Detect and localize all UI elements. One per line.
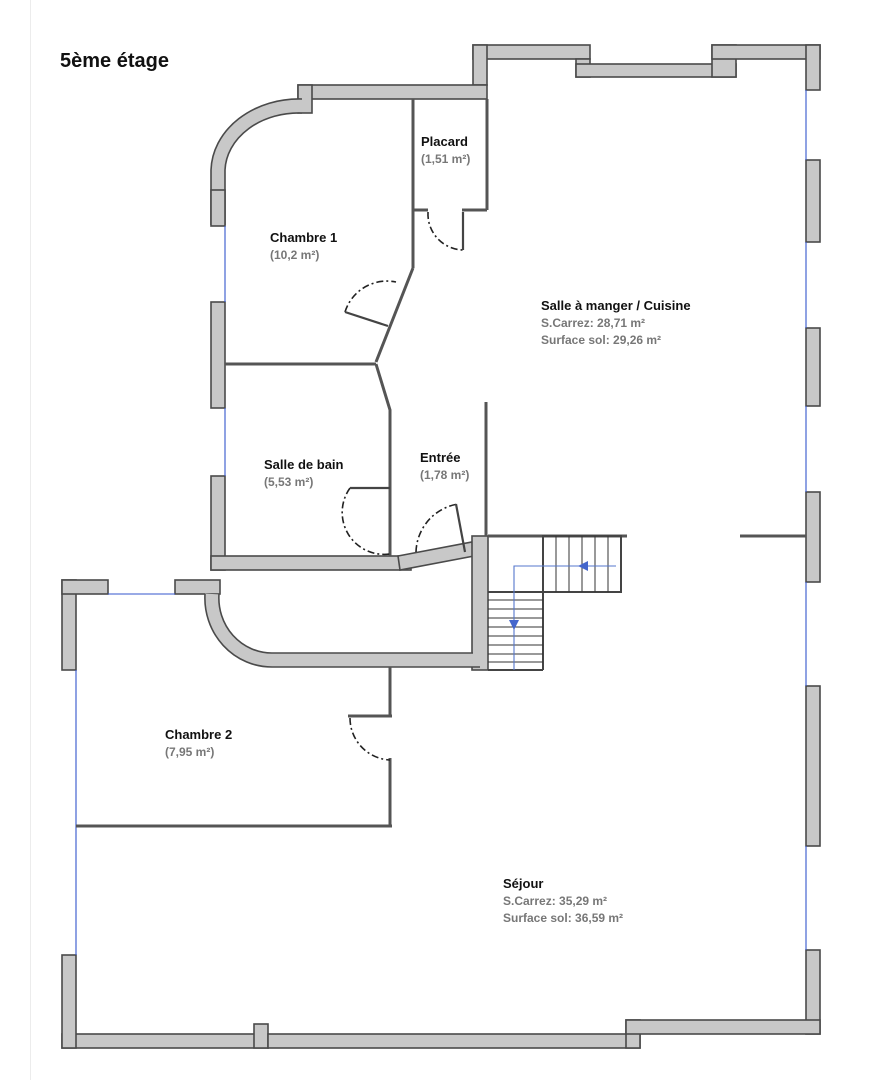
stair-arrow-down bbox=[509, 620, 519, 630]
wall-right-pillar-4 bbox=[805, 685, 821, 847]
surface-sejour: Surface sol: 36,59 m² bbox=[503, 911, 623, 925]
area-placard: (1,51 m²) bbox=[421, 152, 470, 166]
wall-bottom-a bbox=[61, 1033, 269, 1049]
wall-ch1-left-a bbox=[210, 189, 226, 227]
label-chambre1: Chambre 1 bbox=[270, 230, 337, 245]
wall-right-pillar-2 bbox=[805, 327, 821, 407]
windows bbox=[75, 90, 807, 955]
wall-right-pillar-3 bbox=[805, 491, 821, 583]
label-salle-de-bain: Salle de bain bbox=[264, 457, 344, 472]
surface-salle-a-manger: Surface sol: 29,26 m² bbox=[541, 333, 661, 347]
area-salle-de-bain: (5,53 m²) bbox=[264, 475, 313, 489]
wall-entry-threshold bbox=[397, 541, 475, 571]
label-entree: Entrée bbox=[420, 450, 460, 465]
door-ch1-leaf bbox=[344, 310, 389, 328]
carrez-salle-a-manger: S.Carrez: 28,71 m² bbox=[541, 316, 645, 330]
wall-ch2-top-b bbox=[174, 579, 221, 595]
door-ch2-swing bbox=[349, 717, 391, 761]
label-chambre2: Chambre 2 bbox=[165, 727, 232, 742]
door-ch1-swing bbox=[344, 280, 397, 313]
wall-ch1-left-b bbox=[210, 301, 226, 409]
wall-left-bottom bbox=[61, 954, 77, 1049]
door-entry-leaf bbox=[454, 503, 467, 553]
wall-ch2-top-a bbox=[61, 579, 109, 595]
staircase bbox=[488, 535, 622, 671]
stair-arrow-left bbox=[578, 561, 588, 571]
label-placard: Placard bbox=[421, 134, 468, 149]
carrez-sejour: S.Carrez: 35,29 m² bbox=[503, 894, 607, 908]
area-entree: (1,78 m²) bbox=[420, 468, 469, 482]
wall-ch1-curve bbox=[211, 98, 303, 225]
room-labels: Placard (1,51 m²) Chambre 1 (10,2 m²) Sa… bbox=[165, 134, 691, 925]
wall-right-corner bbox=[805, 44, 821, 91]
wall-bottom-b bbox=[267, 1033, 641, 1049]
door-placard-swing bbox=[427, 211, 465, 251]
wall-sdb-bottom bbox=[210, 555, 412, 571]
label-sejour: Séjour bbox=[503, 876, 543, 891]
wall-ch2-curve bbox=[204, 593, 480, 668]
wall-bottom-step1 bbox=[253, 1023, 269, 1049]
doors bbox=[341, 211, 467, 761]
wall-bottom-c bbox=[625, 1019, 821, 1035]
wall-top-a-drop bbox=[472, 44, 488, 86]
wall-top-a bbox=[472, 44, 591, 60]
area-chambre2: (7,95 m²) bbox=[165, 745, 214, 759]
page-title: 5ème étage bbox=[60, 50, 169, 72]
area-chambre1: (10,2 m²) bbox=[270, 248, 319, 262]
wall-ch1-top bbox=[297, 84, 488, 100]
door-sdb-swing bbox=[341, 487, 391, 556]
label-salle-a-manger: Salle à manger / Cuisine bbox=[541, 298, 691, 313]
wall-right-pillar-1 bbox=[805, 159, 821, 243]
door-entry-swing bbox=[415, 503, 459, 553]
wall-top-c bbox=[711, 44, 821, 60]
page-margin-rule bbox=[30, 0, 31, 1080]
outer-walls bbox=[61, 44, 821, 1049]
left-wing-walls bbox=[204, 84, 489, 671]
wall-stair-left bbox=[471, 535, 489, 671]
